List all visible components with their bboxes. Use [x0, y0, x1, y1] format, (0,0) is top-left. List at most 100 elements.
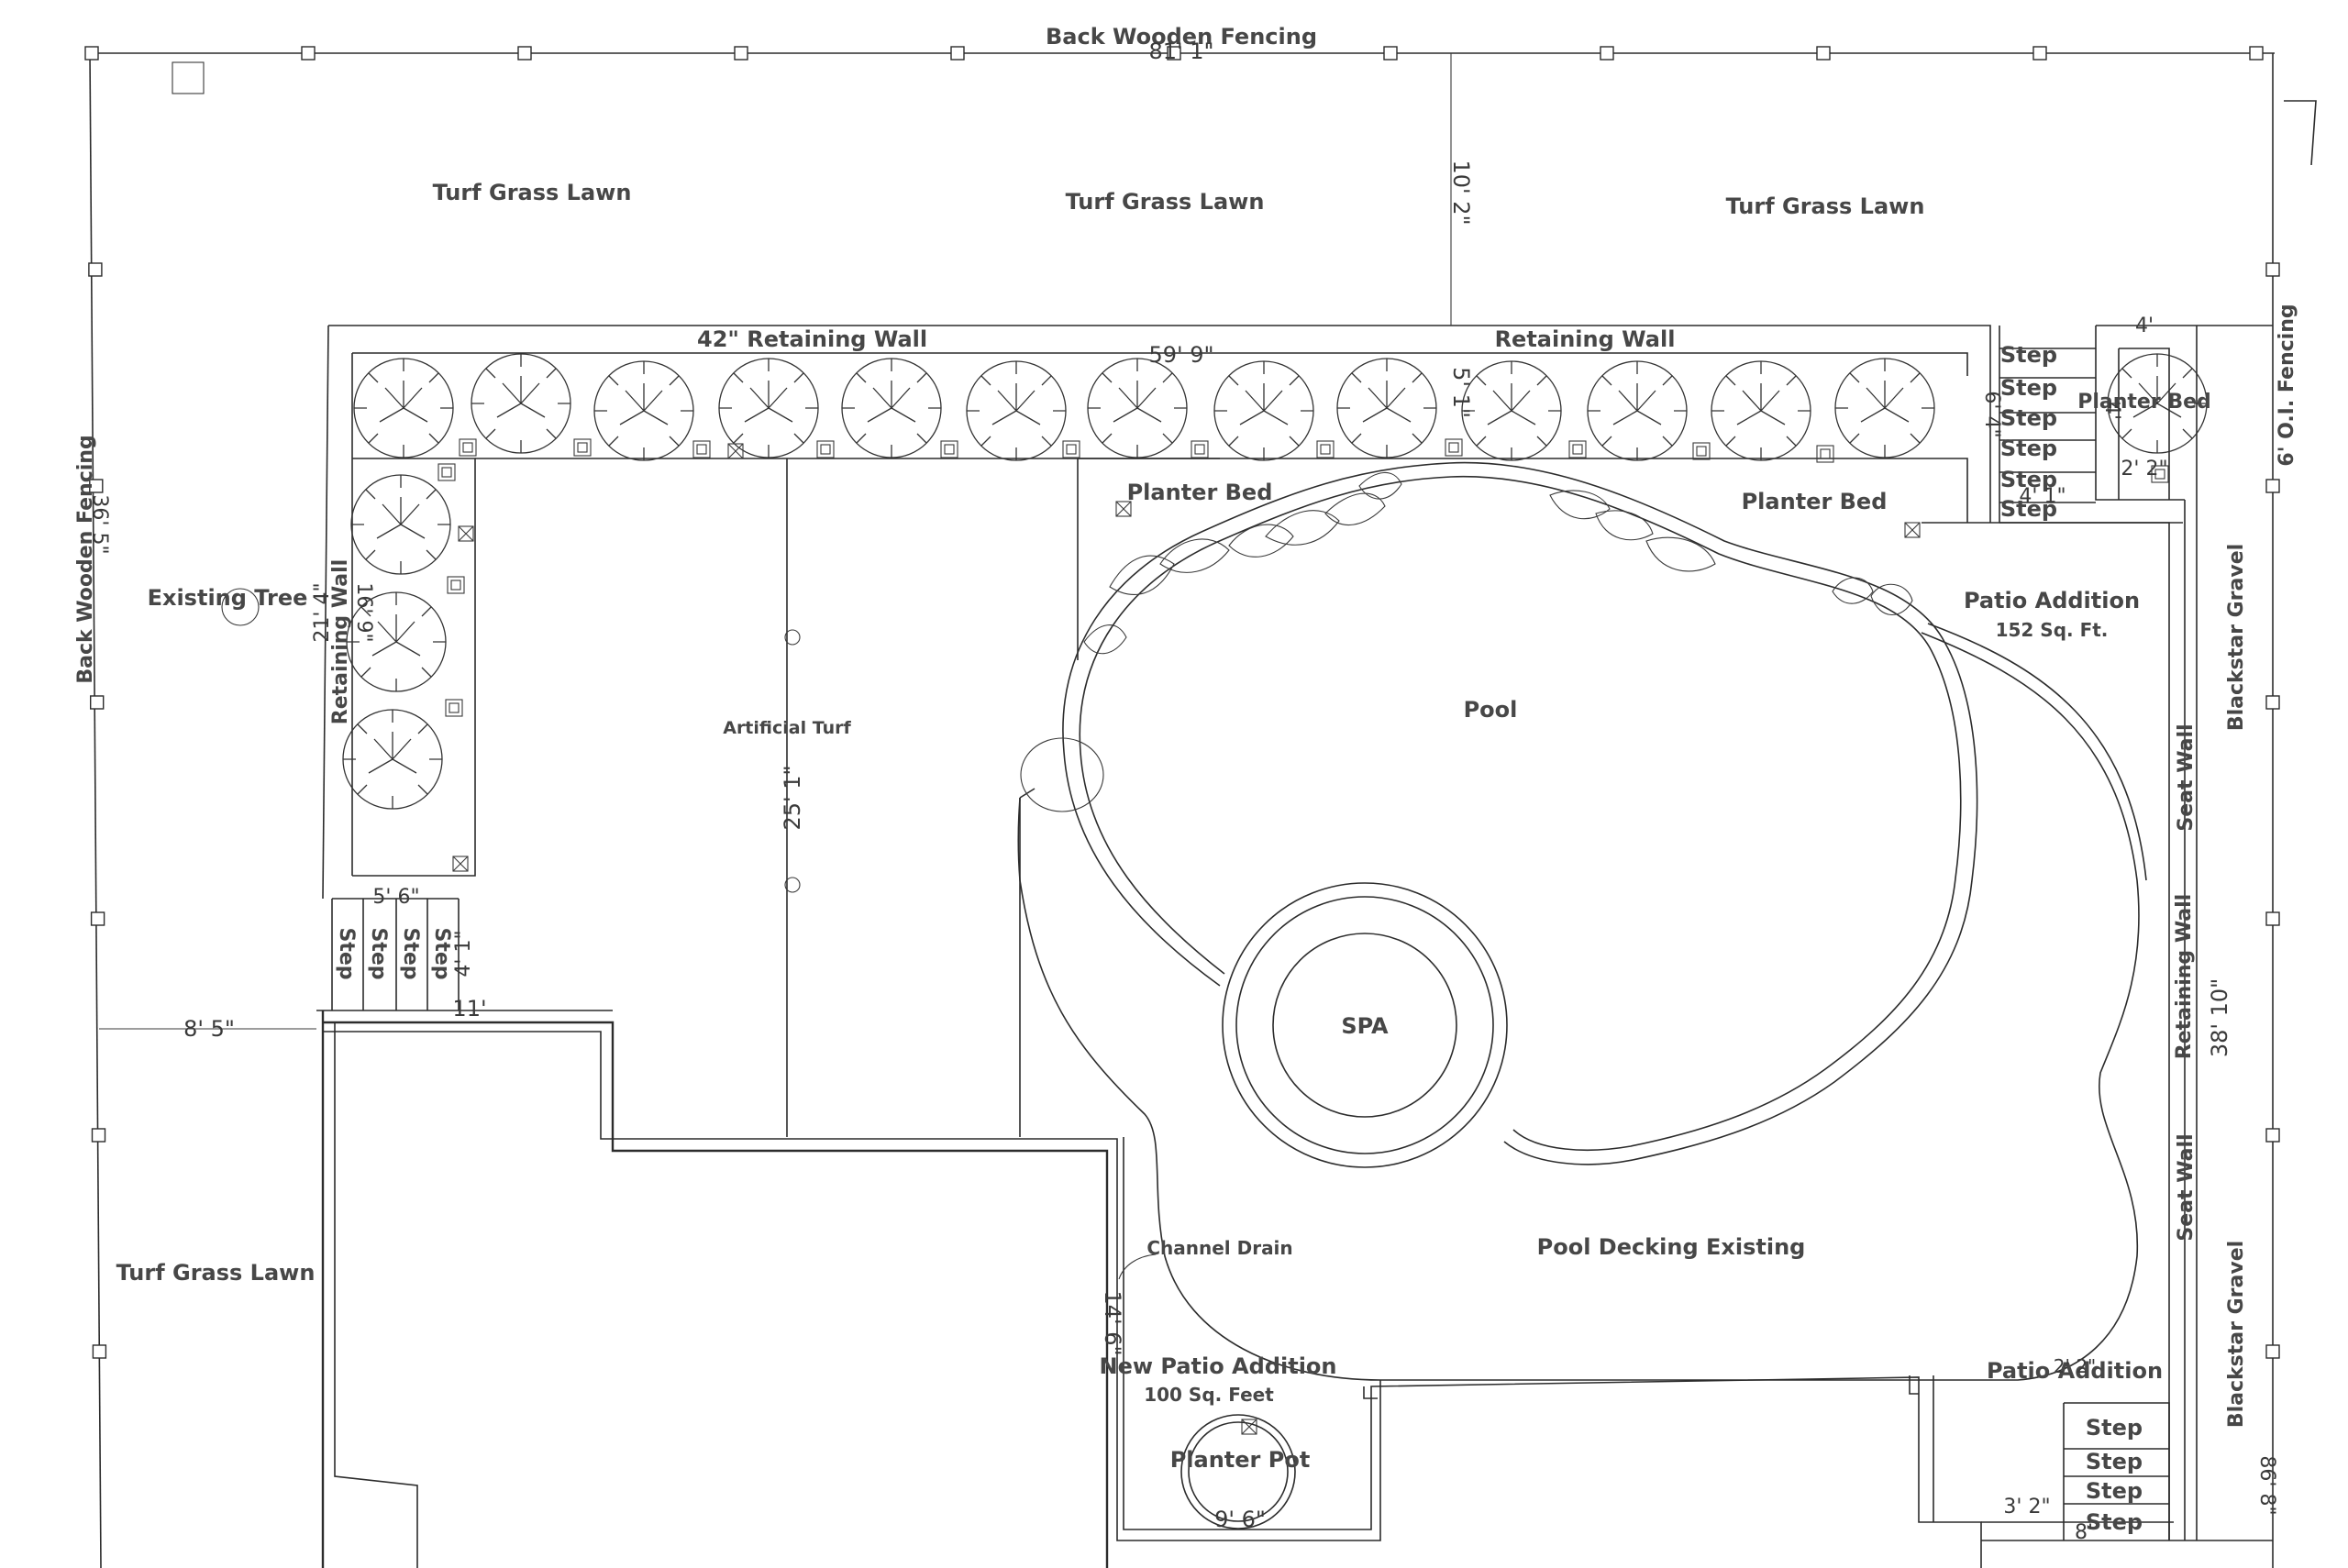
label-patio-addition-2: Patio Addition	[1987, 1358, 2163, 1384]
label-turf-4: Turf Grass Lawn	[116, 1260, 316, 1286]
fence-post	[2265, 911, 2280, 926]
dim-planter-depth: 5' 1"	[1448, 367, 1474, 418]
fence-post	[2265, 479, 2280, 493]
fence-post	[1167, 46, 1181, 61]
label-blackstar-1: Blackstar Gravel	[2225, 544, 2248, 731]
fence-post	[734, 46, 748, 61]
label-new-patio: New Patio Addition	[1099, 1353, 1336, 1379]
fence-post	[950, 46, 965, 61]
fence-post	[2265, 695, 2280, 710]
label-step: Step	[2000, 496, 2057, 522]
dim-right-side: 86' 8"	[2255, 1455, 2278, 1515]
label-retaining-wall-right: Retaining Wall	[2173, 894, 2196, 1059]
label-planter-bed-3: Planter Bed	[2077, 391, 2211, 414]
fence-post	[2265, 1344, 2280, 1359]
right-patio-walls	[1922, 325, 2273, 1541]
corner-marker	[172, 61, 205, 94]
label-step: Step	[430, 927, 453, 979]
channel-drain-leader	[1118, 1253, 1157, 1280]
fence-post	[90, 911, 105, 926]
fence-post	[517, 46, 532, 61]
dim-planter-small-inner: 2' 2"	[2121, 458, 2167, 480]
fence-post	[2249, 46, 2264, 61]
label-patio-addition: Patio Addition	[1964, 588, 2140, 613]
house-outline	[321, 1010, 1982, 1568]
label-step: Step	[2000, 405, 2057, 431]
fence-post	[84, 46, 99, 61]
dim-left-wall-inner: 16' 9"	[352, 582, 375, 642]
artificial-turf-area	[784, 458, 1036, 1137]
fence-post	[2265, 1128, 2280, 1143]
dim-top-lawn-depth: 10' 2"	[1448, 160, 1474, 225]
label-step: Step	[2086, 1415, 2143, 1441]
dim-step-block-2: 4' 1"	[2019, 485, 2066, 508]
fence-post	[1816, 46, 1831, 61]
dim-left-offset: 8' 5"	[183, 1016, 235, 1042]
dim-steps-depth: 4' 1"	[452, 930, 475, 977]
label-seat-wall-2: Seat Wall	[2175, 1133, 2198, 1241]
label-pool: Pool	[1464, 697, 1518, 723]
label-retaining-wall-top: Retaining Wall	[1495, 326, 1676, 352]
dim-planter-small-h: 4'	[2100, 402, 2123, 420]
label-step: Step	[2000, 375, 2057, 401]
dim-right-depth: 38' 10"	[2207, 978, 2232, 1057]
label-pool-decking: Pool Decking Existing	[1537, 1234, 1806, 1260]
label-back-fence-left: Back Wooden Fencing	[74, 435, 97, 683]
fence-posts	[84, 46, 2280, 1359]
label-retaining-wall-42: 42" Retaining Wall	[697, 326, 927, 352]
dim-step-block-1: 6' 4"	[1980, 391, 2003, 437]
dim-pot-width: 9' 6"	[1214, 1507, 1266, 1532]
dim-patio2: 2' 2"	[2054, 1355, 2097, 1377]
label-planter-bed-1: Planter Bed	[1127, 480, 1273, 505]
dim-left-depth: 36' 5"	[88, 494, 111, 554]
fence-post	[1600, 46, 1614, 61]
dim-steps-bottom: 11'	[452, 996, 486, 1021]
dimension-lines	[99, 53, 1452, 1030]
fence-post	[92, 1344, 107, 1359]
label-seat-wall-1: Seat Wall	[2175, 723, 2198, 831]
label-turf-1: Turf Grass Lawn	[433, 180, 632, 205]
label-planter-pot: Planter Pot	[1170, 1447, 1311, 1473]
dim-step-bottom-h: 8'	[2075, 1521, 2093, 1544]
label-existing-tree: Existing Tree	[148, 585, 308, 611]
property-fence	[88, 52, 2317, 1568]
label-channel-drain: Channel Drain	[1146, 1237, 1292, 1259]
planter-pot-area	[1180, 1414, 1296, 1529]
label-step: Step	[2000, 342, 2057, 368]
label-patio-area: 152 Sq. Ft.	[1996, 619, 2109, 641]
label-step: Step	[335, 927, 358, 979]
fence-post	[301, 46, 316, 61]
label-step: Step	[2086, 1449, 2143, 1474]
spa	[1222, 882, 1508, 1168]
label-step: Step	[2000, 436, 2057, 461]
dim-left-wall: 21' 4"	[311, 582, 334, 642]
label-step: Step	[2086, 1478, 2143, 1504]
label-step: Step	[2086, 1509, 2143, 1535]
label-step: Step	[367, 927, 390, 979]
dim-drain-len: 14' 6"	[1100, 1290, 1125, 1355]
label-retaining-wall-left: Retaining Wall	[329, 559, 352, 724]
existing-tree-symbol	[221, 588, 260, 626]
fence-post	[91, 1128, 106, 1143]
fence-post	[2032, 46, 2047, 61]
dim-steps-width: 5' 6"	[372, 886, 419, 909]
label-step: Step	[399, 927, 422, 979]
label-step: Step	[2000, 467, 2057, 492]
label-back-fence-top: Back Wooden Fencing	[1046, 24, 1317, 50]
planter-trees	[342, 353, 2208, 810]
fence-post	[2265, 262, 2280, 277]
dim-step-bottom-w: 3' 2"	[2003, 1496, 2050, 1518]
retaining-wall	[322, 325, 1991, 900]
label-blackstar-2: Blackstar Gravel	[2225, 1241, 2248, 1428]
label-planter-bed-2: Planter Bed	[1742, 489, 1888, 514]
label-artificial-turf: Artificial Turf	[723, 718, 851, 738]
pool	[1017, 461, 2147, 1381]
label-turf-3: Turf Grass Lawn	[1726, 193, 1925, 219]
label-turf-2: Turf Grass Lawn	[1066, 189, 1265, 215]
label-spa: SPA	[1341, 1013, 1389, 1039]
fence-post	[89, 479, 104, 493]
fence-post	[1383, 46, 1398, 61]
planter-lights	[437, 438, 1921, 1435]
label-right-fence: 6' O.I. Fencing	[2276, 304, 2298, 466]
